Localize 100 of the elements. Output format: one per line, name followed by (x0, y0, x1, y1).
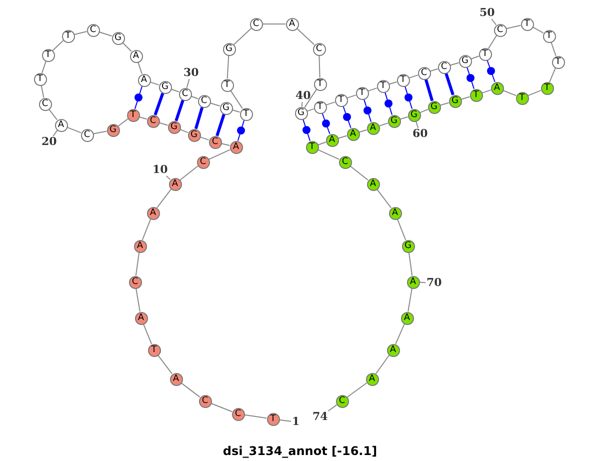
backbone-line (350, 166, 368, 180)
backbone-line (396, 218, 406, 240)
nucleotide-circle: C (418, 66, 430, 80)
backbone-line (136, 288, 140, 312)
backbone-line (408, 74, 418, 78)
nucleotide-circle: C (178, 88, 192, 100)
backbone-line (208, 149, 231, 160)
backbone-line (210, 102, 220, 107)
nucleotide-circle: C (146, 114, 160, 128)
base-pair-line (174, 100, 184, 122)
backbone-line (74, 31, 88, 35)
nucleotide-circle: T (478, 48, 492, 60)
nucleotide-circle: A (490, 82, 504, 94)
backbone-line (52, 40, 64, 52)
base-pair-line (237, 120, 245, 142)
backbone-line (92, 130, 108, 134)
nucleotide-circle: G (388, 114, 400, 128)
position-number: 10 (152, 164, 168, 176)
base-pair-line (466, 66, 474, 90)
nucleotide-circle: C (438, 60, 450, 74)
leader-line (301, 102, 303, 108)
nucleotide-circle: C (232, 408, 244, 420)
leader-line (415, 120, 419, 128)
nucleotide-circle: A (230, 140, 242, 154)
backbone-line (549, 67, 556, 83)
nucleotide-circle: C (336, 394, 348, 408)
nucleotide-circle: G (294, 106, 308, 120)
nucleotide-circle: G (428, 100, 440, 114)
nucleotide-circle: C (494, 24, 506, 36)
nucleotide-circle: G (222, 42, 236, 56)
nucleotide-circle: A (326, 134, 338, 146)
backbone-line (157, 354, 173, 374)
backbone-line (550, 42, 556, 56)
base-pair-line (486, 60, 496, 82)
leader-line (166, 176, 171, 180)
nucleotide-circle: T (376, 80, 390, 92)
nucleotide-circle: T (334, 94, 348, 106)
backbone-line (408, 252, 413, 276)
nucleotide-circle: A (168, 178, 182, 190)
nucleotide-circle: G (458, 54, 472, 68)
nucleotide-circle: T (520, 18, 534, 30)
leader-line (491, 18, 497, 26)
backbone-line (98, 31, 112, 37)
position-number: 74 (312, 411, 328, 423)
backbone-line (318, 142, 326, 146)
backbone-line (395, 323, 405, 345)
backbone-line (326, 102, 336, 106)
nucleotide-circle: A (388, 206, 402, 220)
backbone-line (135, 252, 140, 276)
nucleotide-circle: G (408, 108, 420, 122)
base-pair-line (194, 106, 204, 130)
nucleotide-circle: T (62, 30, 74, 42)
nucleotide-circle: G (402, 240, 414, 252)
nucleotide-circle: T (220, 78, 234, 92)
backbone-line (122, 42, 132, 52)
nucleotide-circle: G (168, 120, 180, 134)
nucleotide-circle: T (240, 108, 252, 120)
backbone-line (233, 28, 252, 46)
nucleotide-circle: C (250, 18, 262, 30)
backbone-line (502, 90, 516, 96)
nucleotide-circle: C (38, 98, 52, 110)
nucleotide-circle: A (130, 50, 142, 62)
base-pair-line (384, 92, 393, 116)
base-pair-line (216, 114, 226, 136)
nucleotide-circle: T (356, 86, 368, 100)
backbone-line (210, 402, 232, 412)
nucleotide-circle: C (338, 156, 352, 168)
backbone-line (142, 324, 152, 344)
nucleotide-circle: T (306, 140, 318, 154)
position-number: 60 (412, 128, 428, 140)
base-pair-line (302, 118, 310, 142)
leader-line (186, 78, 190, 88)
nucleotide-circle: C (128, 276, 142, 288)
base-pair-line (154, 92, 164, 116)
nucleotide-circle: G (448, 94, 462, 108)
backbone-line (142, 218, 152, 240)
nucleotide-circle: C (198, 394, 212, 408)
nucleotide-circle: G (106, 124, 120, 136)
backbone-line (244, 414, 268, 419)
nucleotide-circle: A (138, 74, 150, 86)
nucleotide-circle: C (208, 136, 222, 148)
backbone-line (200, 136, 210, 140)
nucleotide-circle: A (406, 276, 420, 288)
nucleotide-circle: T (516, 92, 528, 104)
nucleotide-circle: T (126, 108, 140, 122)
base-pair-line (363, 98, 372, 122)
backbone-line (180, 166, 198, 180)
nucleotide-circle: A (134, 312, 148, 324)
backbone-line (506, 24, 522, 30)
nucleotide-circle: T (314, 100, 326, 114)
backbone-line (376, 188, 392, 208)
nucleotide-circle: T (314, 78, 326, 90)
nucleotide-circle: G (112, 32, 124, 44)
nucleotide-circle: G (188, 128, 200, 142)
nucleotide-circle: A (386, 344, 400, 356)
nucleotide-circle: A (366, 372, 378, 386)
nucleotide-circle: C (80, 128, 94, 142)
backbone-line (346, 94, 356, 98)
position-number: 40 (296, 90, 311, 102)
backbone-line (532, 26, 544, 34)
